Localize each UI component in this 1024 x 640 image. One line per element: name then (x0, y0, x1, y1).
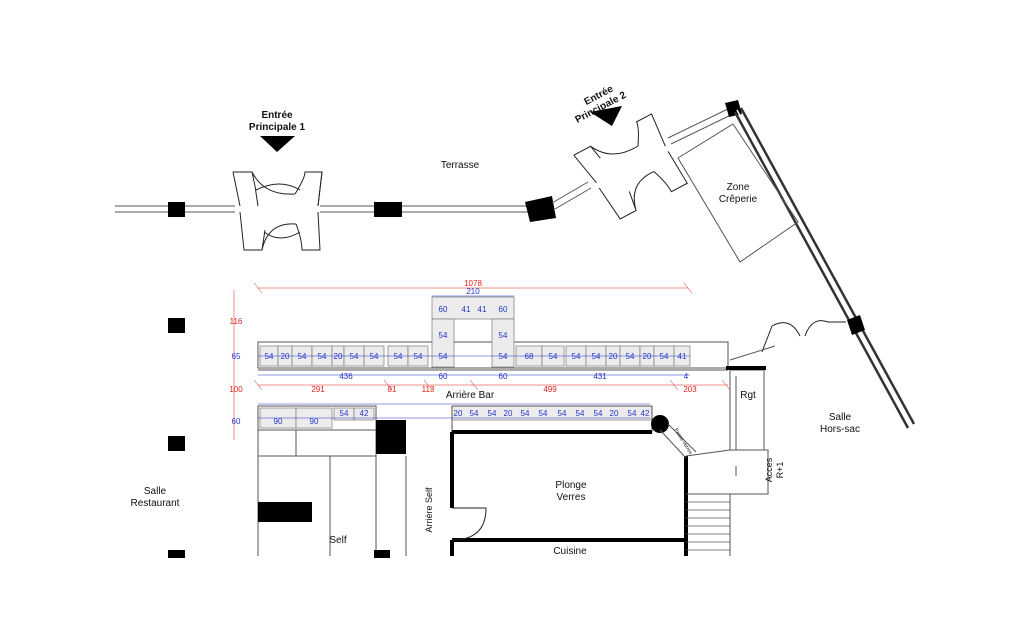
salle-hors-sac-label: Salle (829, 412, 852, 423)
blue-dimension-lines (258, 295, 690, 419)
row1-right-6: 20 (609, 352, 618, 361)
row1-right-7: 54 (626, 352, 635, 361)
row1-right-8: 20 (643, 352, 652, 361)
back-counter (257, 405, 669, 558)
dim-116: 116 (230, 317, 243, 326)
dim-60b: 60 (499, 372, 508, 381)
row1-right-10: 41 (678, 352, 687, 361)
terrasse-label: Terrasse (441, 160, 480, 171)
entrance-1-doors (232, 171, 323, 251)
self-label: Self (329, 535, 346, 546)
entrance-1-label: Entrée (261, 110, 293, 121)
facade-wall (115, 100, 916, 429)
pillar (525, 196, 556, 222)
row2-right-9: 54 (594, 409, 603, 418)
kitchen-walls (450, 366, 769, 556)
arriere-bar-label: Arrière Bar (446, 390, 495, 401)
row1-right-5: 54 (592, 352, 601, 361)
dim-499: 499 (543, 385, 557, 394)
row2-right-2: 54 (470, 409, 479, 418)
dim-total-width: 1078 (464, 279, 482, 288)
mod-54-side-left: 54 (439, 331, 448, 340)
pillar (847, 315, 865, 335)
entrance-1-label-2: Principale 1 (249, 122, 306, 133)
row2-left-1: 90 (274, 417, 283, 426)
row2-left-4: 42 (360, 409, 369, 418)
dim-100: 100 (229, 385, 243, 394)
dim-203: 203 (683, 385, 697, 394)
row1-left-3: 54 (298, 352, 307, 361)
row1-left-1: 54 (265, 352, 274, 361)
dim-210: 210 (466, 287, 480, 296)
dim-431: 431 (593, 372, 607, 381)
bar-counter (257, 296, 729, 371)
dim-4: 4 (684, 372, 689, 381)
row2-right-11: 54 (628, 409, 637, 418)
entrance-2-arrow-icon (590, 106, 622, 126)
dim-60: 60 (232, 417, 241, 426)
plonge-verres-label: Plonge (555, 480, 587, 491)
cuisine-label: Cuisine (553, 546, 587, 557)
salle-restaurant-label-2: Restaurant (131, 498, 180, 509)
pillar (168, 202, 185, 217)
row2-right-10: 20 (610, 409, 619, 418)
row1-left-2: 20 (281, 352, 290, 361)
row1-right-3: 54 (549, 352, 558, 361)
entrance-2-doors (573, 113, 688, 220)
dim-65: 65 (232, 352, 241, 361)
row2-right-4: 20 (504, 409, 513, 418)
mod-54-side-left-b: 54 (439, 352, 448, 361)
salle-restaurant-label: Salle (144, 486, 167, 497)
row2-left-3: 54 (340, 409, 349, 418)
entrance-1-arrow-icon (260, 136, 295, 152)
row1-right-2: 68 (525, 352, 534, 361)
rgt-label: Rgt (740, 390, 756, 401)
mod-60-right: 60 (499, 305, 508, 314)
row2-right-6: 54 (539, 409, 548, 418)
passe-verres-label: Passe-verres (673, 427, 694, 456)
dim-60a: 60 (439, 372, 448, 381)
pillar (168, 550, 185, 558)
mod-41-b: 41 (478, 305, 487, 314)
dim-81: 81 (388, 385, 397, 394)
mod-54-side-right-b: 54 (499, 352, 508, 361)
row1-left-5: 20 (334, 352, 343, 361)
zone-creperie-label: Zone (727, 182, 750, 193)
row2-right-5: 54 (521, 409, 530, 418)
zone-creperie-area (677, 123, 799, 263)
hors-sac-door (729, 320, 846, 361)
row1-left-6: 54 (350, 352, 359, 361)
pillar (168, 436, 185, 451)
dim-113: 113 (422, 385, 435, 394)
mod-60-left: 60 (439, 305, 448, 314)
acces-label-2: R+1 (775, 462, 785, 479)
row2-right-1: 20 (454, 409, 463, 418)
row2-right-12: 42 (641, 409, 650, 418)
acces-label: Acces (764, 457, 774, 482)
mod-54-side-right: 54 (499, 331, 508, 340)
arriere-self-label: Arrière Self (424, 487, 434, 533)
row2-left-2: 90 (310, 417, 319, 426)
row2-right-7: 54 (558, 409, 567, 418)
pillar (374, 202, 402, 217)
dim-436: 436 (339, 372, 353, 381)
pillar (168, 318, 185, 333)
row1-left-4: 54 (318, 352, 327, 361)
red-dimension-lines (233, 282, 731, 440)
row2-right-3: 54 (488, 409, 497, 418)
dim-291: 291 (311, 385, 325, 394)
plonge-verres-label-2: Verres (557, 492, 586, 503)
row1-left-8: 54 (394, 352, 403, 361)
zone-creperie-label-2: Crêperie (719, 194, 758, 205)
row1-left-7: 54 (370, 352, 379, 361)
row1-right-9: 54 (660, 352, 669, 361)
row1-left-9: 54 (414, 352, 423, 361)
row1-right-4: 54 (572, 352, 581, 361)
mod-41-a: 41 (462, 305, 471, 314)
row2-right-8: 54 (576, 409, 585, 418)
salle-hors-sac-label-2: Hors-sac (820, 424, 860, 435)
